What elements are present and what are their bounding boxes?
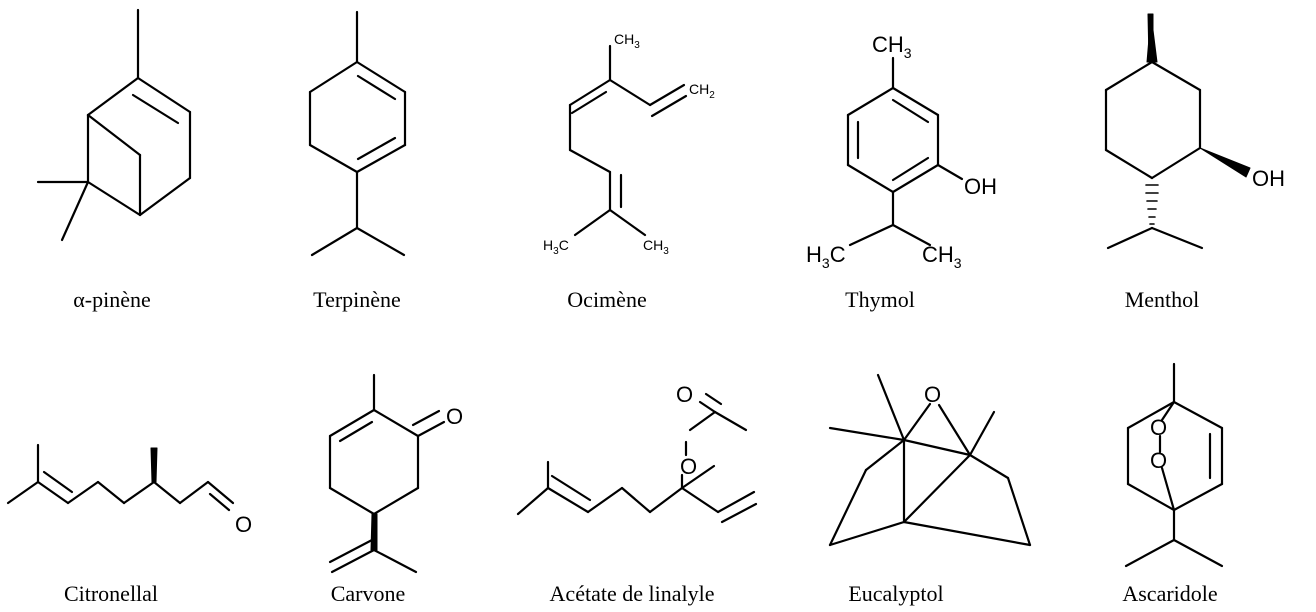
label-ascaridole: Ascaridole <box>1122 581 1218 606</box>
label-eucalyptol: Eucalyptol <box>848 581 944 606</box>
label-ocimene: Ocimène <box>567 287 647 312</box>
molecule-citronellal: O <box>6 443 252 537</box>
molecule-thymol: CH3 OH H3C CH3 <box>806 32 997 271</box>
svg-text:CH2: CH2 <box>689 81 715 101</box>
molecule-ocimene: CH3 CH2 H3C CH3 <box>543 31 715 257</box>
label-menthol: Menthol <box>1124 287 1200 312</box>
label-alpha-pinene: α-pinène <box>73 287 151 312</box>
svg-text:O: O <box>235 512 252 537</box>
molecule-alpha-pinene <box>36 8 192 242</box>
svg-text:H3C: H3C <box>806 242 846 271</box>
svg-text:OH: OH <box>1252 166 1285 191</box>
molecule-menthol: OH <box>1104 13 1285 250</box>
svg-text:O: O <box>446 404 463 429</box>
molecule-terpinene <box>308 10 407 257</box>
svg-text:OH: OH <box>964 174 997 199</box>
label-linalyl-acetate: Acétate de linalyle <box>549 581 715 606</box>
molecule-linalyl-acetate: O O <box>516 382 758 524</box>
svg-text:CH3: CH3 <box>872 32 912 61</box>
molecule-eucalyptol: O <box>828 373 1032 547</box>
svg-text:H3C: H3C <box>543 237 569 257</box>
svg-text:CH3: CH3 <box>643 237 669 257</box>
svg-text:CH3: CH3 <box>614 31 640 51</box>
label-terpinene: Terpinène <box>313 287 401 312</box>
svg-text:O: O <box>676 382 693 407</box>
molecule-ascaridole: O O <box>1124 362 1224 568</box>
molecule-carvone: O <box>328 373 463 574</box>
label-citronellal: Citronellal <box>63 581 159 606</box>
svg-text:CH3: CH3 <box>922 242 962 271</box>
label-thymol: Thymol <box>845 287 915 312</box>
svg-text:O: O <box>1150 415 1167 440</box>
svg-text:O: O <box>1150 448 1167 473</box>
svg-text:O: O <box>680 454 697 479</box>
label-carvone: Carvone <box>330 581 406 606</box>
svg-text:O: O <box>924 382 941 407</box>
